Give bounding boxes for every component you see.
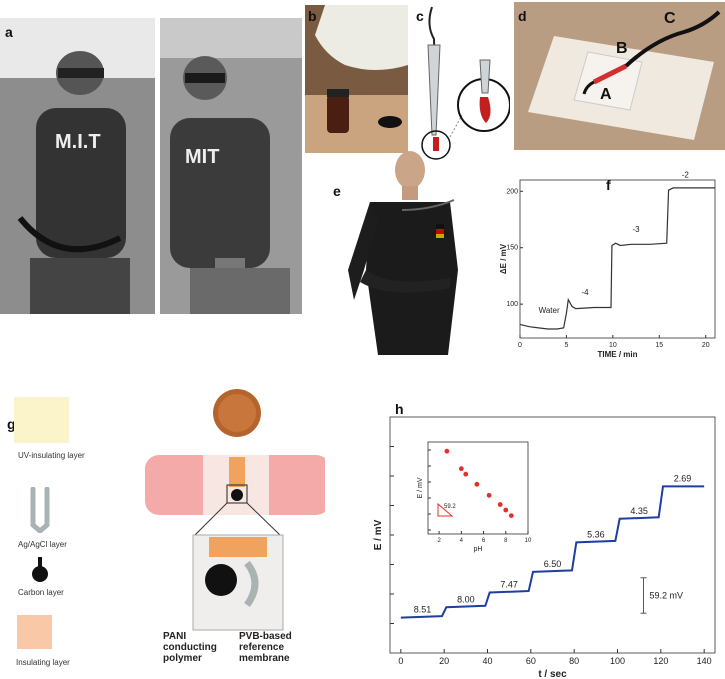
agagcl-layer-label: Ag/AgCl layer [18, 540, 67, 549]
inset-frame [427, 441, 529, 535]
panel-label-b: b [308, 8, 317, 24]
x-tick-label-h: 0 [398, 656, 403, 666]
panel-label-a: a [5, 24, 13, 40]
series-line-f [519, 187, 715, 330]
insulating-layer-swatch [17, 615, 52, 649]
panel-label-f: f [606, 177, 611, 193]
uv-layer-swatch [14, 397, 69, 443]
x-tick-label-f: 15 [655, 342, 663, 349]
panel-d: d A B C [514, 2, 725, 150]
bandage-photo [514, 2, 725, 150]
inset-x-tick-label: 10 [525, 538, 532, 544]
x-tick-label-f: 10 [609, 342, 617, 349]
inset-x-axis-label: pH [474, 546, 483, 553]
panel-label-h: h [395, 401, 404, 417]
chart-h: 0 20 40 60 80 100 120 140 t / sec E / mV 8.51 8.00 7… [373, 416, 716, 679]
x-tick-label-h: 60 [526, 656, 536, 666]
panel-label-d: d [518, 8, 527, 24]
panel-label-g: g [7, 416, 16, 432]
panel-b: b [305, 5, 408, 153]
inset-y-axis-label: E / mV [417, 477, 424, 498]
pipette-illustration [421, 6, 510, 160]
step-label-f: -4 [581, 288, 589, 297]
mannequin-photo [348, 151, 458, 355]
carbon-layer-icon [32, 557, 48, 582]
x-axis-label-h: t / sec [538, 669, 567, 679]
x-tick-label-h: 100 [610, 656, 625, 666]
step-value-label-h: 6.50 [544, 559, 562, 569]
scale-bar-label-h: 59.2 mV [650, 590, 684, 600]
inset-data-point [444, 448, 450, 454]
annotation-b: B [616, 40, 628, 57]
sensor-tattoo-photo [145, 389, 325, 631]
x-tick-label-f: 0 [518, 342, 522, 349]
inset-data-point [508, 513, 514, 518]
series-line-h [400, 485, 705, 619]
y-axis-label-h: E / mV [373, 519, 384, 550]
inset-data-point [474, 481, 480, 487]
step-value-label-h: 7.47 [500, 580, 518, 590]
svg-text:MIT: MIT [185, 146, 219, 168]
inset-data-point [458, 466, 464, 472]
insulating-layer-label: Insulating layer [16, 658, 70, 667]
photo-b [305, 5, 408, 153]
panel-c: c [410, 5, 510, 165]
inset-data-point [503, 507, 509, 513]
step-value-label-h: 8.00 [457, 594, 475, 604]
pvb-callout: PVB-based reference membrane [239, 631, 292, 664]
step-value-label-h: 4.35 [630, 506, 648, 516]
carbon-layer-label: Carbon layer [18, 588, 64, 597]
x-tick-label-f: 20 [702, 342, 710, 349]
inset-x-tick-label: 6 [482, 538, 486, 544]
annotation-a: A [600, 86, 612, 103]
inset-x-tick-label: 2 [437, 538, 441, 544]
plot-frame-f [519, 179, 716, 339]
x-tick-label-h: 20 [439, 656, 449, 666]
step-label-f: -3 [633, 225, 641, 234]
y-axis-label-f: ΔE / mV [500, 243, 508, 274]
x-tick-label-h: 80 [569, 656, 579, 666]
panel-e: e [330, 150, 510, 355]
inset-x-tick-label: 8 [504, 538, 508, 544]
pani-callout: PANI conducting polymer [163, 631, 217, 664]
panel-label-c: c [416, 8, 424, 24]
step-label-f: -2 [682, 171, 690, 180]
inset-slope-triangle [437, 502, 454, 517]
x-tick-label-f: 5 [564, 342, 568, 349]
x-axis-label-f: TIME / min [598, 350, 638, 359]
y-tick-label-f: 100 [506, 301, 518, 308]
y-tick-label-f: 150 [506, 245, 518, 252]
uv-layer-label: UV-insulating layer [18, 451, 85, 460]
step-value-label-h: 2.69 [674, 473, 692, 483]
panel-label-e: e [333, 183, 341, 199]
inset-data-point [497, 502, 503, 507]
annotation-c: C [664, 10, 676, 27]
panel-h: 0 20 40 60 80 100 120 140 t / sec E / mV 8.51 8.00 7… [370, 400, 725, 679]
step-label-f: Water [539, 306, 560, 315]
x-tick-label-h: 140 [697, 656, 712, 666]
step-value-label-h: 8.51 [414, 605, 432, 615]
agagcl-layer-icon [30, 487, 50, 533]
svg-text:M.I.T: M.I.T [55, 131, 101, 153]
step-value-label-h: 5.36 [587, 529, 605, 539]
inset-data-point [463, 471, 469, 477]
panel-a: M.I.T MIT a [0, 18, 302, 314]
panel-g: g UV-insulating layer Ag/AgCl layer Carb… [0, 385, 370, 675]
inset-x-tick-label: 4 [460, 538, 464, 544]
x-tick-label-h: 40 [482, 656, 492, 666]
inset-slope-label: 59.2 [444, 504, 456, 510]
x-tick-label-h: 120 [653, 656, 668, 666]
photo-a: M.I.T MIT [0, 18, 302, 314]
y-tick-label-f: 200 [506, 188, 518, 195]
inset-data-point [486, 492, 492, 498]
